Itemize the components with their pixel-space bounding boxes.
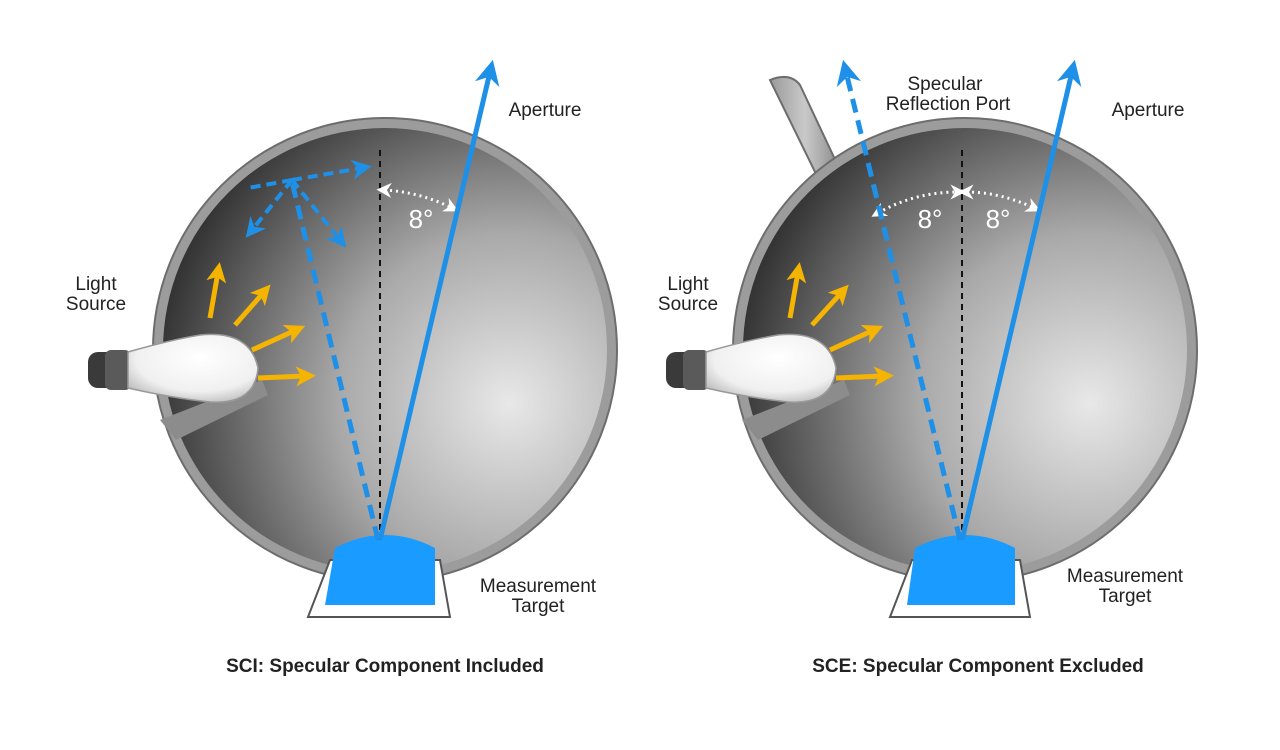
port-label-line-2: Reflection Port bbox=[886, 94, 1011, 115]
scatter-arrow bbox=[290, 178, 347, 248]
port-label-line-1: Specular bbox=[908, 74, 984, 95]
specular-reflection-port bbox=[768, 75, 842, 180]
light-bulb-icon bbox=[88, 333, 259, 403]
light-source-label-line-2: Source bbox=[658, 294, 718, 315]
integrating-sphere bbox=[743, 128, 1187, 572]
angle-marker-right bbox=[958, 184, 1041, 212]
sci-diagram: 8° Light Source Aperture Measurement Tar… bbox=[66, 59, 618, 677]
light-ray-arrow-icon bbox=[206, 262, 316, 387]
angle-label: 8° bbox=[409, 204, 434, 234]
target-label-line-2: Target bbox=[512, 596, 566, 617]
light-source-label-line-1: Light bbox=[75, 274, 117, 295]
scatter-arrow bbox=[245, 178, 294, 238]
angle-label-left: 8° bbox=[918, 204, 943, 234]
specular-beam bbox=[836, 59, 963, 541]
measurement-target bbox=[907, 535, 1015, 605]
scatter-arrow bbox=[291, 159, 372, 182]
sce-caption: SCE: Specular Component Excluded bbox=[812, 656, 1144, 677]
integrating-sphere bbox=[163, 128, 607, 572]
aperture-label: Aperture bbox=[509, 100, 582, 121]
angle-marker bbox=[376, 182, 459, 212]
aperture-beam bbox=[959, 59, 1082, 541]
light-source-label-line-1: Light bbox=[667, 274, 709, 295]
target-label-line-1: Measurement bbox=[480, 576, 597, 597]
scatter-arrow bbox=[247, 178, 293, 190]
sce-diagram: 8° 8° Light Source Specular Reflection P… bbox=[658, 59, 1198, 677]
light-source-label-line-2: Source bbox=[66, 294, 126, 315]
angle-label-right: 8° bbox=[986, 204, 1011, 234]
aperture-label: Aperture bbox=[1112, 100, 1185, 121]
light-ray-arrow-icon bbox=[786, 262, 894, 387]
aperture-beam bbox=[377, 59, 500, 541]
light-bulb-icon bbox=[666, 333, 837, 403]
target-label-line-1: Measurement bbox=[1067, 566, 1184, 587]
target-label-line-2: Target bbox=[1099, 586, 1153, 607]
sci-caption: SCI: Specular Component Included bbox=[226, 656, 544, 677]
specular-beam bbox=[289, 181, 381, 541]
measurement-target bbox=[325, 535, 435, 605]
